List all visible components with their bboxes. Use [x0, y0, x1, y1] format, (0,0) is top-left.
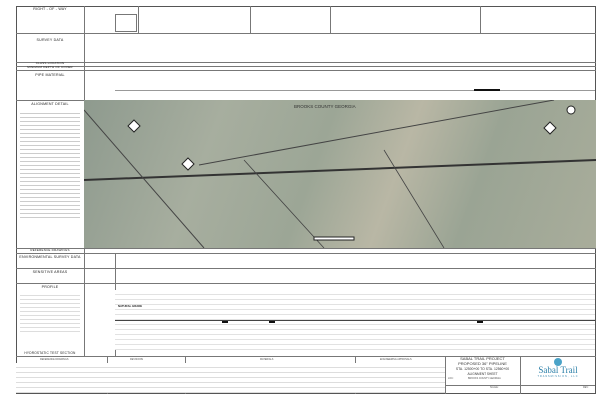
pipeline-route: [84, 159, 596, 181]
county-label: BROOKS COUNTY GEORGIA: [294, 104, 356, 109]
title-block-table: [16, 363, 445, 393]
project-title: SABAL TRAIL PROJECT: [460, 356, 505, 361]
divider: [16, 248, 596, 249]
station-line: [330, 6, 331, 33]
pipe-segment-heavy: [474, 89, 500, 91]
row-box: [115, 14, 137, 32]
pipeline-title: PROPOSED 36" PIPELINE: [458, 361, 507, 366]
parcel-line: [198, 100, 555, 166]
sensitive-areas-label: SENSITIVE AREAS: [32, 270, 68, 274]
pipe-line: [115, 90, 595, 91]
pi-marker-icon: [543, 121, 557, 135]
divider: [16, 66, 596, 67]
class-location-label: CLASS LOCATION: [35, 61, 65, 66]
station-line: [250, 6, 251, 33]
location: BROOKS COUNTY GEORGIA: [468, 377, 501, 380]
station-line: [480, 6, 481, 33]
revisions-header: REVISIONS: [130, 358, 144, 361]
pi-marker-icon: [127, 119, 141, 133]
divider: [445, 356, 446, 394]
reference-drawings-label: REFERENCE DRAWINGS: [30, 247, 70, 252]
logo: Sabal Trail TRANSMISSION, LLC: [521, 357, 595, 384]
stations-title: STA. 12500+00 TO STA. 12560+00: [455, 367, 510, 371]
divider: [446, 385, 595, 386]
north-arrow-icon: [566, 105, 576, 115]
scale-bar: [313, 236, 355, 241]
map-overlay: [84, 100, 596, 248]
parcel-line: [243, 159, 325, 248]
natural-grade-line: [115, 320, 595, 321]
divider: [16, 253, 596, 254]
survey-label: SURVEY DATA: [36, 38, 64, 42]
approvals-header: ENGINEERING APPROVALS: [380, 358, 412, 361]
scale-label: SCALE:: [490, 386, 499, 389]
parcel-line: [383, 149, 445, 248]
profile-legend: [20, 292, 80, 332]
divider: [16, 356, 596, 357]
divider: [520, 356, 521, 394]
profile-marker: [477, 321, 483, 323]
hydrotest-label: HYDROSTATIC TEST SECTION: [24, 350, 76, 355]
profile-marker: [269, 321, 275, 323]
divider: [16, 268, 596, 269]
alignment-detail-label: ALIGNMENT DETAIL: [31, 102, 69, 106]
row-label: RIGHT - OF - WAY: [33, 7, 67, 11]
natural-grade-label: NATURAL GRADE: [118, 304, 143, 308]
materials-header: MATERIALS: [260, 358, 274, 361]
logo-icon: [554, 358, 562, 366]
min-depth-label: MINIMUM DEPTH OF COVER: [27, 65, 73, 70]
profile-label: PROFILE: [41, 285, 59, 289]
logo-text: Sabal Trail: [538, 365, 578, 375]
pipe-material-label: PIPE MATERIAL: [35, 73, 65, 77]
profile-marker: [222, 321, 228, 323]
loc-label: LOC:: [448, 377, 454, 380]
parcel-line: [84, 109, 205, 248]
alignment-legend: [20, 110, 80, 220]
rev-label: REV:: [583, 386, 589, 389]
divider: [16, 283, 596, 284]
divider: [16, 70, 596, 71]
sheet-type: ALIGNMENT SHEET: [467, 372, 498, 376]
ref-drawings-header: REFERENCE DRAWINGS: [40, 358, 69, 361]
station-line: [138, 6, 139, 33]
divider: [16, 62, 596, 63]
pi-marker-icon: [181, 157, 195, 171]
divider: [16, 33, 596, 34]
env-survey-label: ENVIRONMENTAL SURVEY DATA: [19, 255, 81, 259]
title-box: SABAL TRAIL PROJECT PROPOSED 36" PIPELIN…: [446, 356, 519, 384]
aerial-map: BROOKS COUNTY GEORGIA: [84, 100, 596, 248]
logo-subtext: TRANSMISSION, LLC: [537, 375, 579, 378]
